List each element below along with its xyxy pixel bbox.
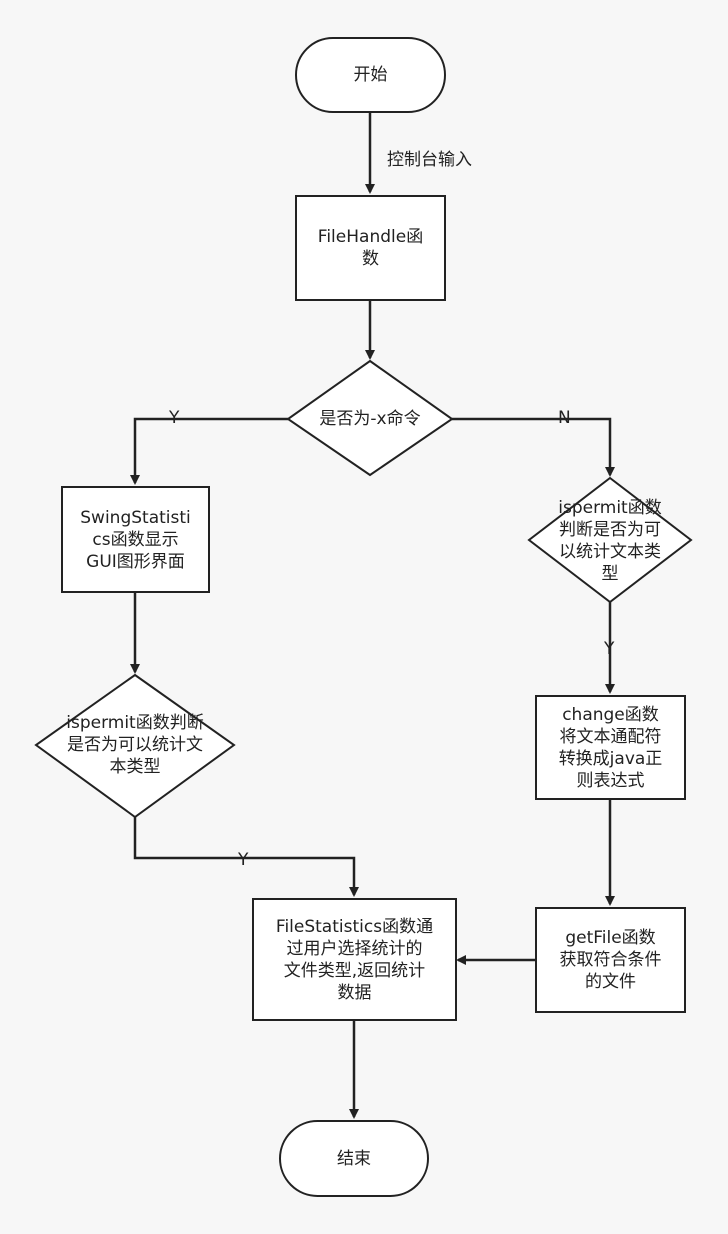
edge-label-yes-right: Y [604,639,615,659]
swing-label: SwingStatisti cs函数显示 GUI图形界面 [80,507,191,572]
filestatistics-process: FileStatistics函数通 过用户选择统计的 文件类型,返回统计 数据 [252,898,457,1021]
edge-decision-to-swing [130,417,288,485]
edge-label-console-input: 控制台输入 [387,150,472,170]
change-process: change函数 将文本通配符 转换成java正 则表达式 [535,695,686,800]
ispermit-right-text: ispermit函数 判断是否为可 以统计文本类 型 [540,495,680,587]
getfile-label: getFile函数 获取符合条件 的文件 [559,928,662,992]
edge-ispermit-left-to-filestatistics [133,817,359,897]
swing-process: SwingStatisti cs函数显示 GUI图形界面 [61,486,210,593]
change-label: change函数 将文本通配符 转换成java正 则表达式 [558,704,663,791]
edge-label-no-right: N [558,408,571,428]
decision-x-text: 是否为-x命令 [300,404,440,434]
ispermit-left-text: ispermit函数判断 是否为可以统计文 本类型 [50,709,220,781]
ispermit-right-label: ispermit函数 判断是否为可 以统计文本类 型 [558,498,662,584]
decision-x-label: 是否为-x命令 [319,409,421,429]
edge-decision-to-ispermit-right [452,417,615,477]
filehandle-label: FileHandle函 数 [317,227,424,269]
edge-label-yes-left: Y [169,408,180,428]
start-label: 开始 [353,65,388,85]
ispermit-left-label: ispermit函数判断 是否为可以统计文 本类型 [66,713,204,777]
end-label: 结束 [337,1148,371,1169]
start-terminal: 开始 [295,37,446,113]
getfile-process: getFile函数 获取符合条件 的文件 [535,907,686,1013]
filehandle-process: FileHandle函 数 [295,195,446,301]
edge-label-yes-bottom: Y [238,850,249,870]
filestatistics-label: FileStatistics函数通 过用户选择统计的 文件类型,返回统计 数据 [275,916,434,1003]
decision-diamond-x [286,359,454,477]
end-terminal: 结束 [279,1120,429,1197]
